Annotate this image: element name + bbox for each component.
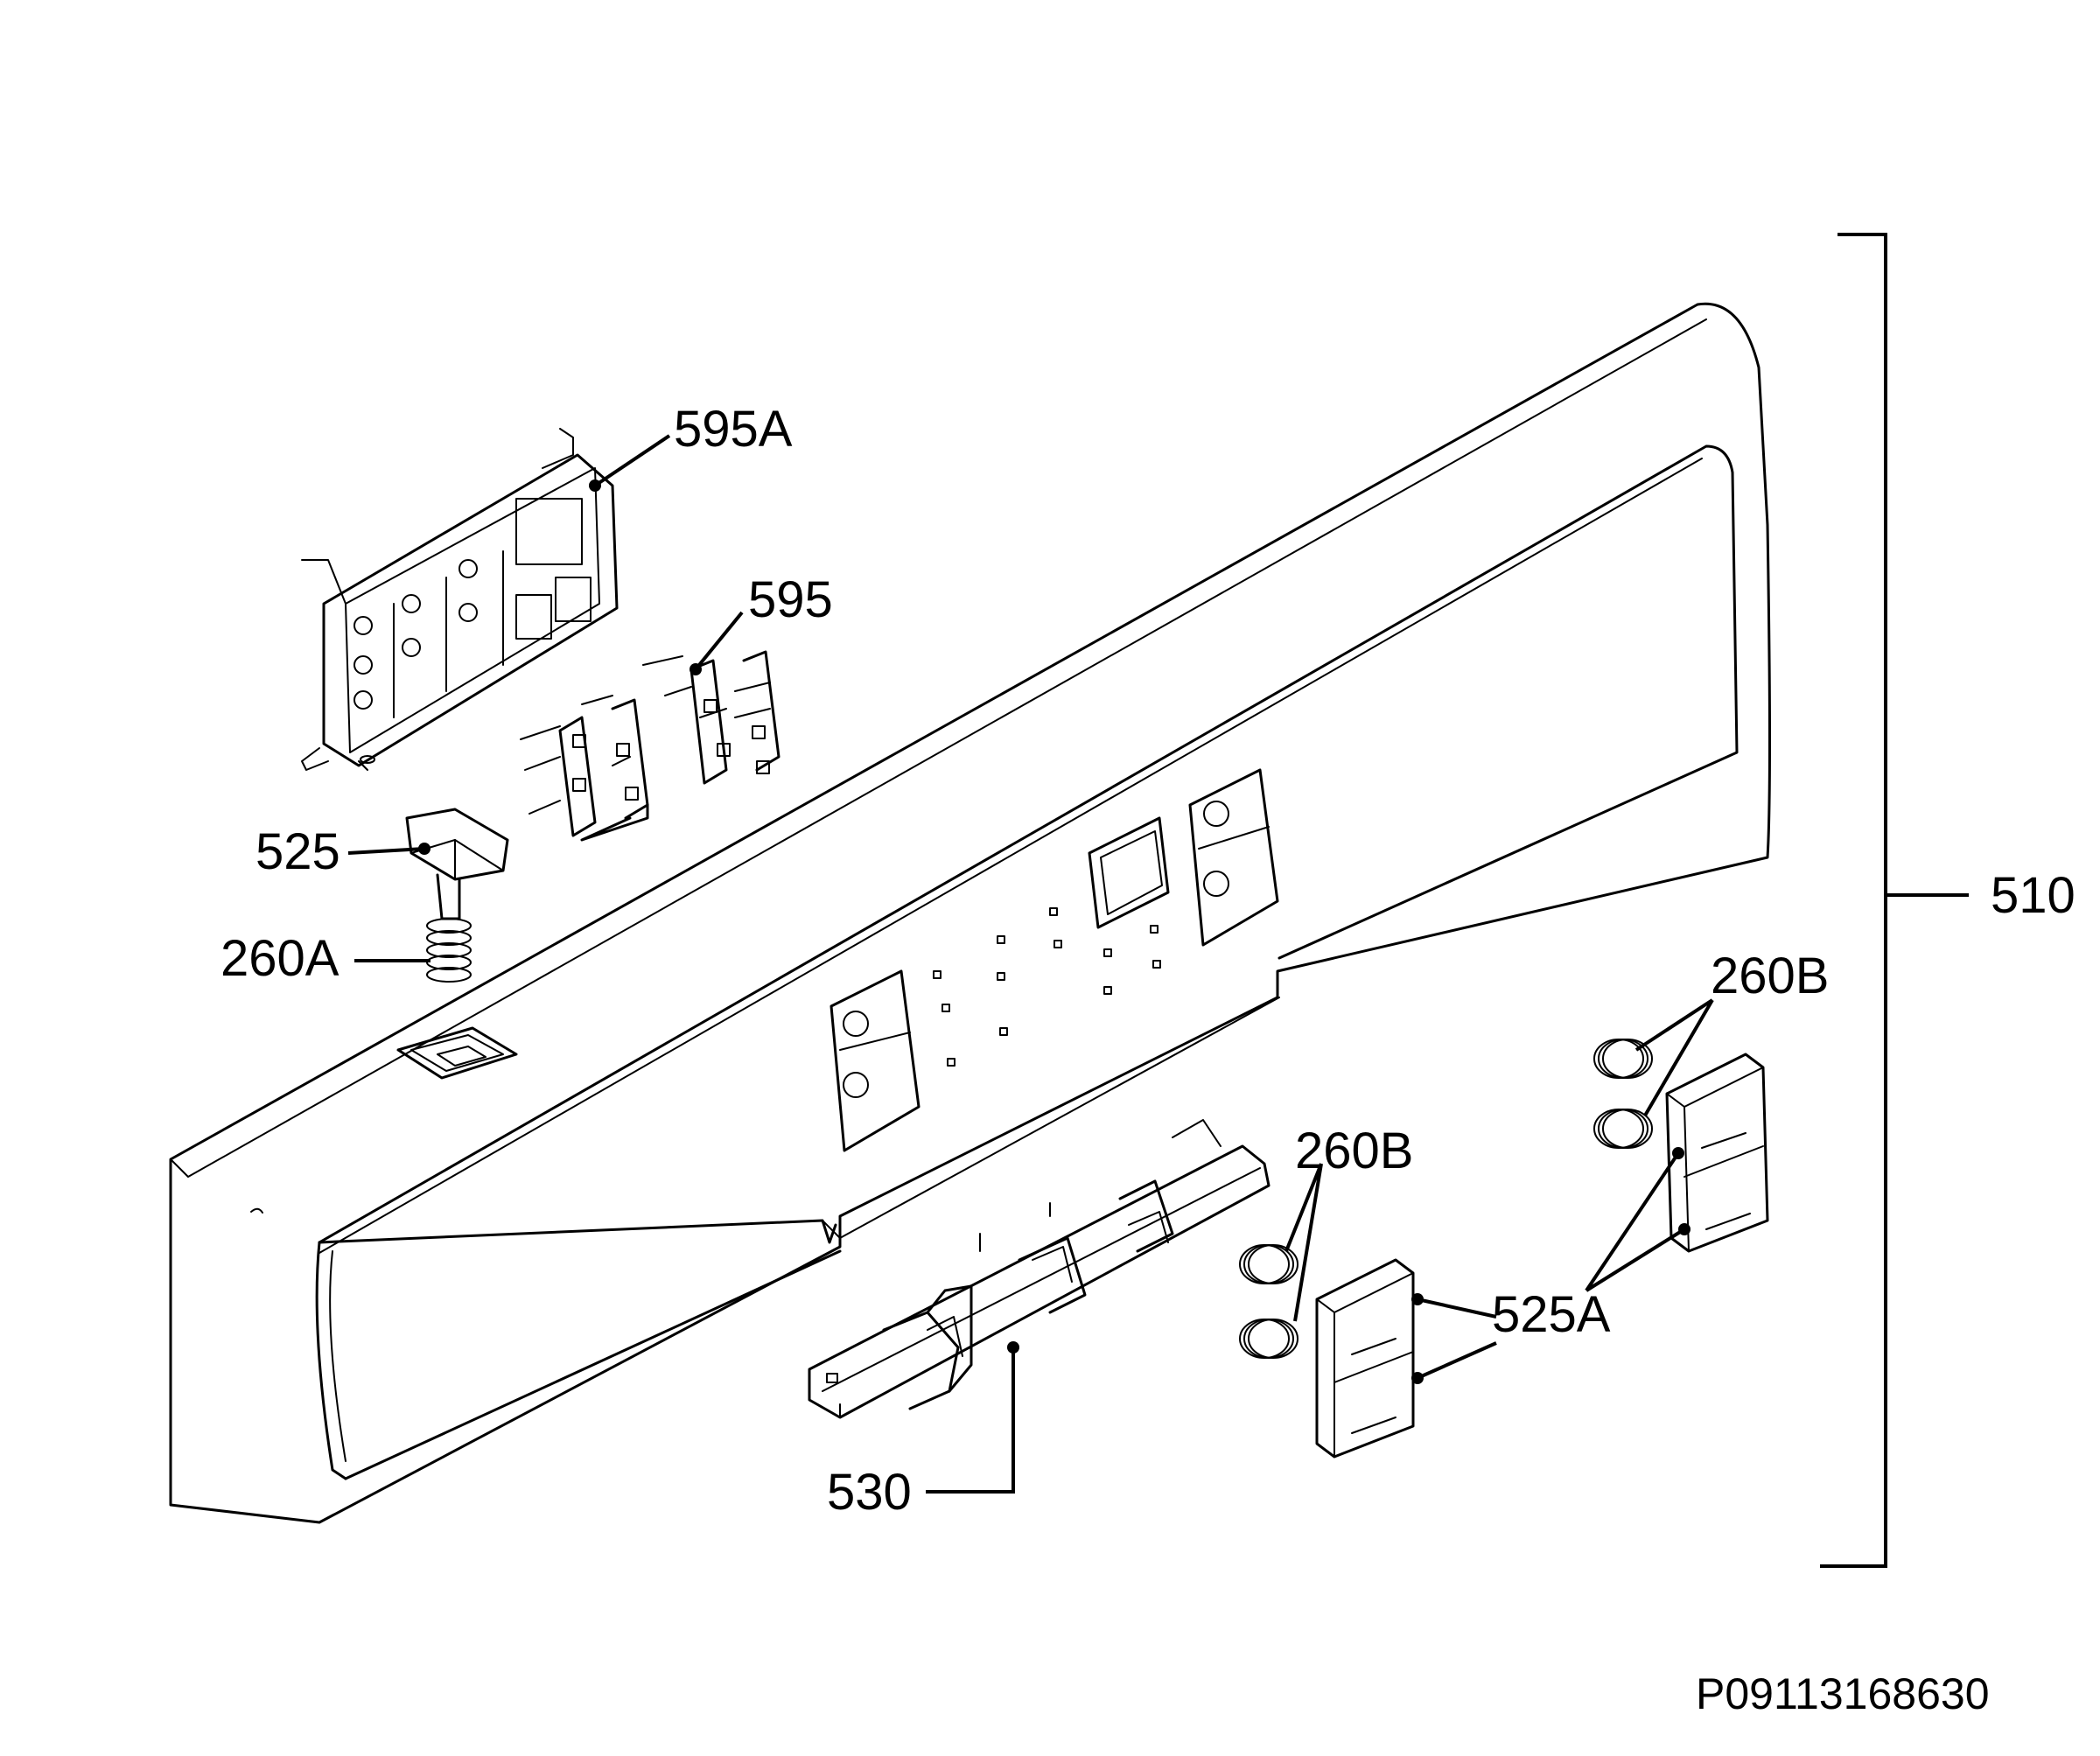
switch-hole — [396, 1026, 518, 1080]
callout-260A: 260A — [220, 930, 340, 987]
buttons-525A-mid — [1315, 1258, 1415, 1459]
callout-510: 510 — [1991, 867, 2076, 924]
light-guides-595 — [520, 650, 780, 842]
callout-525A: 525A — [1492, 1286, 1611, 1343]
button-carrier-530 — [808, 1119, 1270, 1419]
callout-530: 530 — [827, 1464, 912, 1521]
drawing-code: P09113168630 — [1696, 1669, 1990, 1718]
display-window — [1088, 816, 1170, 929]
holder-bracket-595A — [301, 428, 619, 771]
callout-labels: 595A 595 525 260A 510 260B 260B 525A 530… — [220, 401, 2076, 1718]
button-opening-left — [830, 969, 920, 1152]
button-opening-right — [1188, 768, 1279, 947]
springs-260B-mid — [1239, 1244, 1298, 1359]
callout-595A: 595A — [674, 401, 793, 458]
callout-595: 595 — [748, 571, 833, 628]
springs-260B-right — [1593, 1039, 1653, 1149]
control-panel-510 — [169, 302, 1771, 1524]
callout-260B-right: 260B — [1711, 948, 1829, 1004]
callout-525: 525 — [256, 823, 340, 880]
leader-lines — [347, 233, 1969, 1568]
callout-260B-mid: 260B — [1295, 1123, 1413, 1179]
spring-260A — [426, 918, 472, 983]
led-holes — [933, 907, 1161, 1067]
switch-525 — [405, 808, 509, 920]
